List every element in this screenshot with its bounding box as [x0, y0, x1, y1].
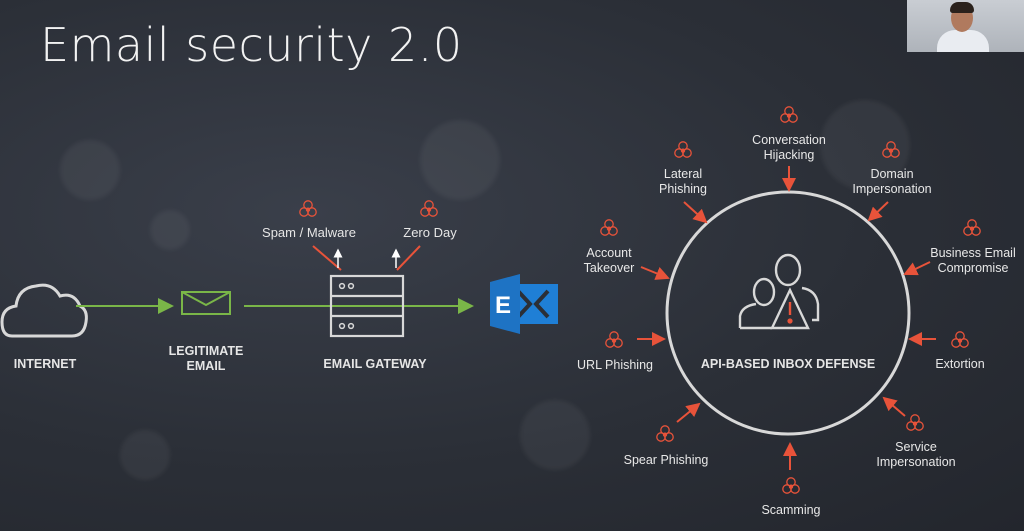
- inbox-defense-label: API-BASED INBOX DEFENSE: [700, 357, 876, 371]
- cloud-icon: [0, 283, 88, 338]
- internet-label: INTERNET: [13, 357, 77, 371]
- biohazard-icon: [780, 106, 798, 123]
- threat-conversation-hijacking: Conversation Hijacking: [752, 133, 826, 162]
- biohazard-icon: [299, 200, 317, 217]
- biohazard-icon: [605, 331, 623, 348]
- bokeh-decoration: [60, 140, 120, 200]
- legitimate-email-label: LEGITIMATE EMAIL: [168, 344, 244, 373]
- threat-service-impersonation: Service Impersonation: [876, 440, 956, 469]
- threat-zero-day: Zero Day: [403, 225, 457, 240]
- presenter-hair: [950, 2, 974, 13]
- threat-spam-malware: Spam / Malware: [262, 225, 356, 240]
- biohazard-icon: [906, 414, 924, 431]
- bokeh-decoration: [150, 210, 190, 250]
- slide-title: Email security 2.0: [40, 18, 463, 72]
- biohazard-icon: [782, 477, 800, 494]
- svg-text:E: E: [495, 292, 511, 319]
- biohazard-icon: [600, 219, 618, 236]
- biohazard-icon: [674, 141, 692, 158]
- threat-url-phishing: URL Phishing: [577, 358, 653, 372]
- envelope-icon: [181, 291, 231, 315]
- biohazard-icon: [882, 141, 900, 158]
- biohazard-icon: [963, 219, 981, 236]
- presenter-body: [937, 30, 989, 52]
- bokeh-decoration: [520, 400, 590, 470]
- biohazard-icon: [951, 331, 969, 348]
- threat-scamming: Scamming: [761, 503, 821, 517]
- threat-extortion: Extortion: [935, 357, 985, 371]
- threat-lateral-phishing: Lateral Phishing: [659, 167, 707, 196]
- threat-business-email-compromise: Business Email Compromise: [930, 246, 1016, 275]
- biohazard-icon: [656, 425, 674, 442]
- exchange-icon: E: [490, 274, 558, 334]
- threat-spear-phishing: Spear Phishing: [623, 453, 709, 467]
- threat-account-takeover: Account Takeover: [583, 246, 635, 275]
- bokeh-decoration: [420, 120, 500, 200]
- bokeh-decoration: [120, 430, 170, 480]
- users-warning-icon: [738, 253, 820, 330]
- email-gateway-label: EMAIL GATEWAY: [323, 357, 427, 371]
- presenter-webcam: [907, 0, 1024, 52]
- biohazard-icon: [420, 200, 438, 217]
- threat-domain-impersonation: Domain Impersonation: [852, 167, 932, 196]
- server-icon: [329, 274, 405, 338]
